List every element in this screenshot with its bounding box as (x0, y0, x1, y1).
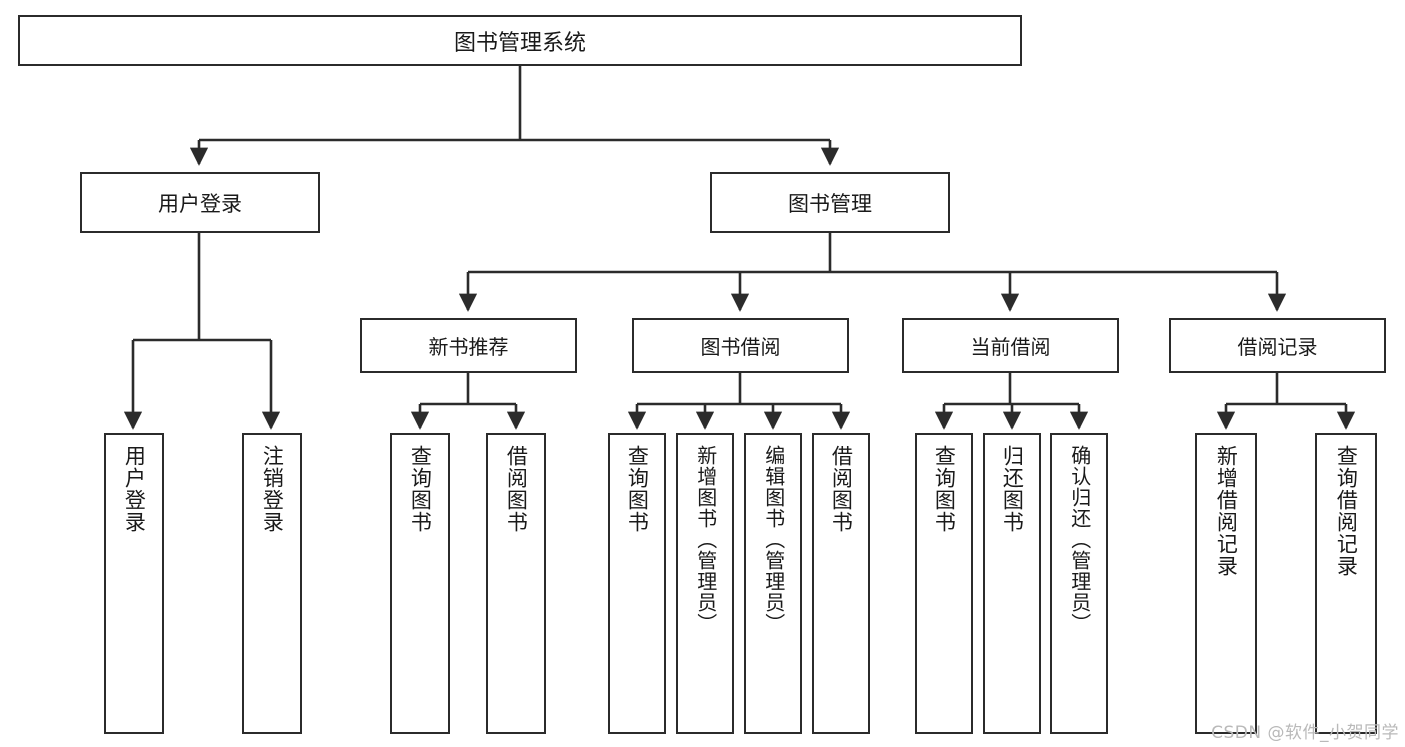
leaf-current-borrow-confirm-return-admin[interactable]: 确认归还（管理员） (1050, 433, 1108, 734)
leaf-user-login-login[interactable]: 用户登录 (104, 433, 164, 734)
leaf-current-borrow-return-book[interactable]: 归还图书 (983, 433, 1041, 734)
node-current-borrow[interactable]: 当前借阅 (902, 318, 1119, 373)
node-root[interactable]: 图书管理系统 (18, 15, 1022, 66)
leaf-label: 新增图书（管理员） (693, 445, 718, 634)
leaf-new-book-borrow-book[interactable]: 借阅图书 (486, 433, 546, 734)
leaf-user-login-logout[interactable]: 注销登录 (242, 433, 302, 734)
leaf-label: 归还图书 (1000, 445, 1025, 533)
leaf-label: 借阅图书 (504, 445, 529, 533)
leaf-label: 注销登录 (260, 445, 285, 533)
leaf-book-borrow-edit-book-admin[interactable]: 编辑图书（管理员） (744, 433, 802, 734)
watermark: CSDN @软件_小贺同学 (1211, 723, 1399, 743)
leaf-borrow-record-add-record[interactable]: 新增借阅记录 (1195, 433, 1257, 734)
node-new-book-recommend[interactable]: 新书推荐 (360, 318, 577, 373)
leaf-label: 编辑图书（管理员） (761, 445, 786, 634)
leaf-label: 查询图书 (932, 445, 957, 533)
leaf-label: 新增借阅记录 (1214, 445, 1239, 577)
node-borrow-record[interactable]: 借阅记录 (1169, 318, 1386, 373)
leaf-label: 查询图书 (625, 445, 650, 533)
node-user-login[interactable]: 用户登录 (80, 172, 320, 233)
leaf-book-borrow-query-book[interactable]: 查询图书 (608, 433, 666, 734)
leaf-label: 借阅图书 (829, 445, 854, 533)
leaf-book-borrow-add-book-admin[interactable]: 新增图书（管理员） (676, 433, 734, 734)
leaf-label: 用户登录 (122, 445, 147, 533)
leaf-book-borrow-borrow-book[interactable]: 借阅图书 (812, 433, 870, 734)
leaf-current-borrow-query-book[interactable]: 查询图书 (915, 433, 973, 734)
leaf-label: 查询借阅记录 (1334, 445, 1359, 577)
leaf-new-book-query-book[interactable]: 查询图书 (390, 433, 450, 734)
node-book-management[interactable]: 图书管理 (710, 172, 950, 233)
leaf-label: 查询图书 (408, 445, 433, 533)
node-book-borrow[interactable]: 图书借阅 (632, 318, 849, 373)
leaf-borrow-record-query-record[interactable]: 查询借阅记录 (1315, 433, 1377, 734)
leaf-label: 确认归还（管理员） (1067, 445, 1092, 634)
